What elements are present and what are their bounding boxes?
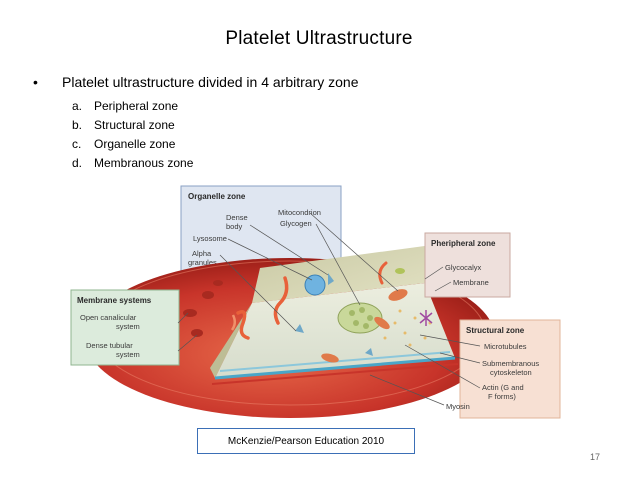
organelle-zone-box: Organelle zone Dense body Mitocondrion G… [180, 185, 342, 272]
actin-label: Actin (G and [482, 383, 524, 392]
list-item-text: Structural zone [94, 118, 175, 132]
cytoskeleton-label: cytoskeleton [490, 368, 532, 377]
list-item-text: Organelle zone [94, 137, 176, 151]
microtubules-label: Microtubules [484, 342, 527, 351]
bullet-dot: • [33, 74, 38, 90]
structural-zone-title: Structural zone [466, 326, 525, 335]
dense-label: Dense [226, 213, 248, 222]
mitocondrion-label: Mitocondrion [278, 208, 321, 217]
platelet-diagram: Organelle zone Dense body Mitocondrion G… [70, 185, 561, 419]
dense-tubular-label: Dense tubular [86, 341, 133, 350]
page-number: 17 [589, 452, 600, 462]
f-forms-label: F forms) [488, 392, 516, 401]
list-item-letter: b. [72, 118, 83, 132]
leader-lines [177, 212, 481, 406]
myosin-label: Myosin [446, 402, 470, 411]
alpha-label: Alpha [192, 249, 212, 258]
list-item-letter: c. [72, 137, 82, 151]
peripheral-zone-box: Pheripheral zone Glycocalyx Membrane [424, 232, 511, 298]
structural-zone-box: Structural zone Microtubules Submembrano… [446, 319, 561, 419]
list-item-letter: a. [72, 99, 83, 113]
body-label: body [226, 222, 243, 231]
organelle-zone-title: Organelle zone [188, 192, 246, 201]
membrane-systems-title: Membrane systems [77, 296, 152, 305]
list-item-text: Membranous zone [94, 156, 194, 170]
list-item-text: Peripheral zone [94, 99, 179, 113]
system-label: system [116, 322, 140, 331]
platelet-cell [85, 245, 495, 418]
glycocalyx-label: Glycocalyx [445, 263, 482, 272]
lysosome-label: Lysosome [193, 234, 227, 243]
bullet-text: Platelet ultrastructure divided in 4 arb… [62, 74, 359, 90]
membrane-label: Membrane [453, 278, 489, 287]
slide-title: Platelet Ultrastructure [225, 28, 413, 49]
open-canalicular-label: Open canalicular [80, 313, 137, 322]
membrane-systems-box: Membrane systems Open canalicular system… [70, 289, 180, 366]
granules-label: granules [188, 258, 217, 267]
list-item-letter: d. [72, 156, 83, 170]
citation-box: McKenzie/Pearson Education 2010 [197, 428, 415, 454]
submembranous-label: Submembranous [482, 359, 539, 368]
system-label-2: system [116, 350, 140, 359]
peripheral-zone-title: Pheripheral zone [431, 239, 496, 248]
glycogen-label: Glycogen [280, 219, 312, 228]
